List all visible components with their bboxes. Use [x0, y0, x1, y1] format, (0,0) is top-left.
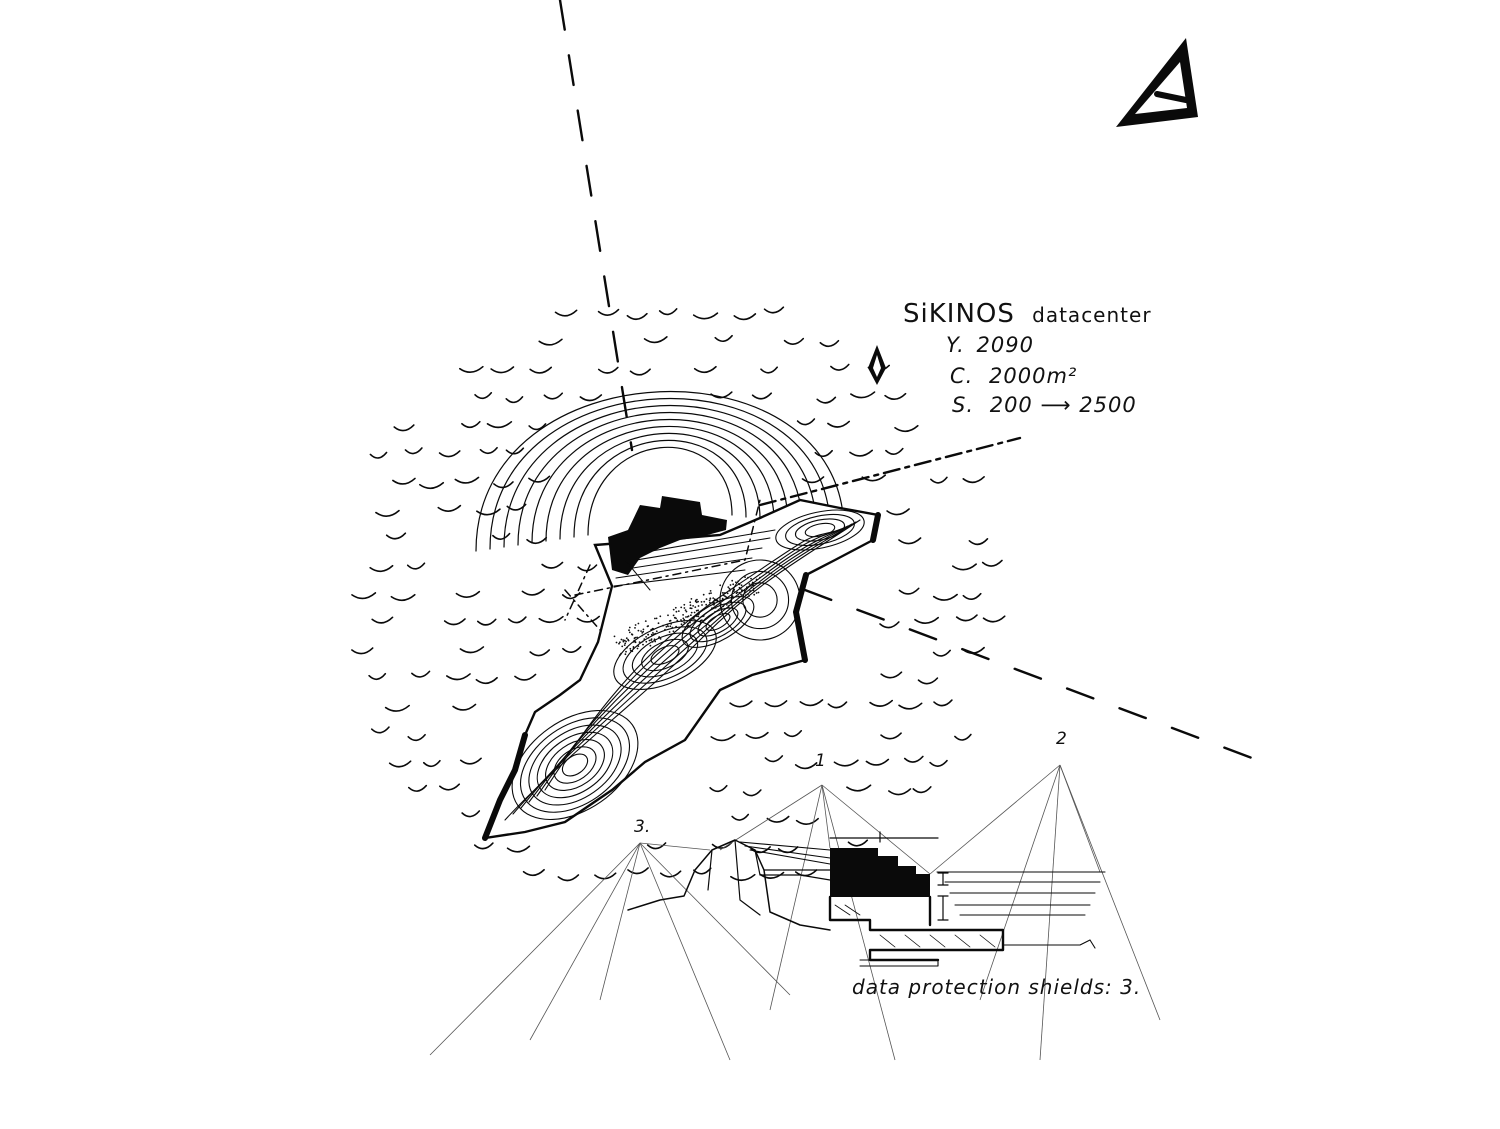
- project-name: SiKINOS: [903, 299, 1015, 329]
- svg-text:C. 2000m²: C. 2000m²: [950, 364, 1077, 388]
- stat-scale-label: S.: [952, 393, 974, 417]
- sight-lines: [558, 0, 1254, 760]
- north-arrow-icon: [868, 345, 886, 385]
- stat-capacity-label: C.: [950, 364, 973, 388]
- datacenter-footprint: [608, 496, 727, 575]
- island-map: [482, 496, 881, 841]
- svg-text:Y. 2090: Y. 2090: [946, 333, 1034, 357]
- svg-text:SiKINOS datacenter: SiKINOS datacenter: [903, 299, 1152, 329]
- stat-scale-value: 200 ⟶ 2500: [990, 393, 1137, 417]
- island-outline: [483, 498, 880, 840]
- viewpoint-3: 3.: [634, 817, 650, 837]
- stat-capacity-value: 2000m²: [989, 364, 1077, 388]
- viewpoint-1: 1: [815, 751, 826, 771]
- shields-caption: data protection shields: 3.: [852, 975, 1141, 999]
- project-type: datacenter: [1032, 303, 1151, 327]
- triangle-logo-icon: [1116, 38, 1198, 127]
- view-rays: [429, 764, 1161, 1061]
- building-section: [830, 848, 930, 897]
- section-drawing: [627, 831, 1106, 967]
- project-notes: SiKINOS datacenter Y. 2090 C. 2000m² S. …: [903, 299, 1152, 417]
- viewpoint-2: 2: [1056, 729, 1067, 749]
- stat-year-label: Y.: [946, 333, 965, 357]
- svg-text:S. 200 ⟶ 2500: S. 200 ⟶ 2500: [952, 393, 1137, 417]
- site-boundary: [564, 499, 761, 631]
- terrain-contours: [475, 391, 845, 552]
- stat-year-value: 2090: [976, 333, 1033, 357]
